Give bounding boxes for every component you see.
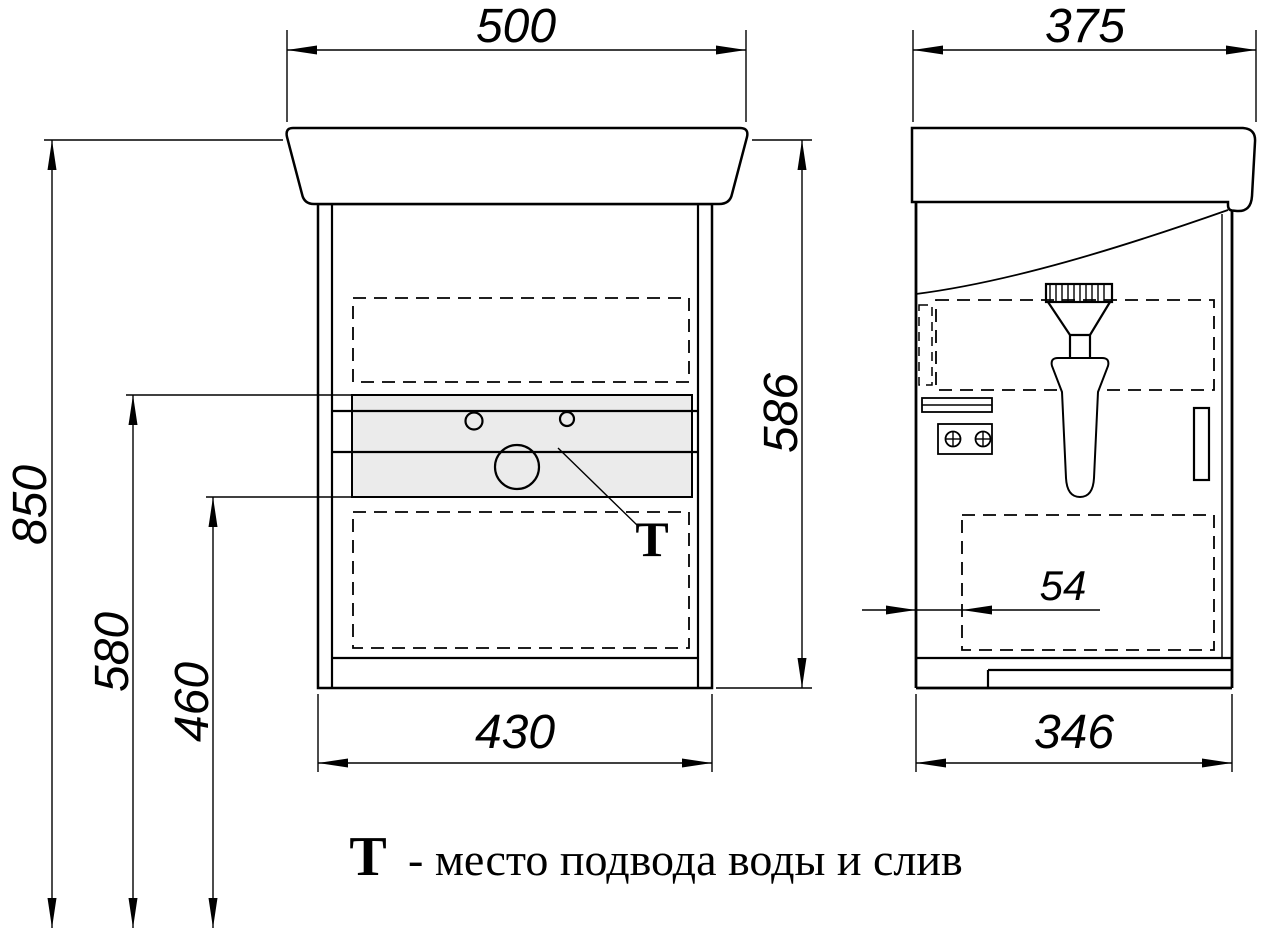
supply-hole-right <box>558 410 576 428</box>
t-leader-line <box>557 447 639 527</box>
dimension-580: 580 <box>86 394 352 928</box>
legend-text: - место подвода воды и слив <box>408 834 963 885</box>
legend: Т - место подвода воды и слив <box>349 826 962 888</box>
dimension-586: 586 <box>716 139 812 689</box>
dim-label-346: 346 <box>1034 706 1114 759</box>
dimension-460: 460 <box>166 496 352 928</box>
basin-side <box>910 126 1257 213</box>
mounting-bracket <box>921 397 993 455</box>
handle-recess <box>1192 406 1211 482</box>
dimension-850: 850 <box>4 139 283 928</box>
dim-label-580: 580 <box>86 612 139 692</box>
dim-label-500: 500 <box>476 0 556 53</box>
side-wall-dashed-strip <box>918 304 933 386</box>
drain-hole <box>493 443 541 491</box>
siphon-trap <box>1044 282 1114 499</box>
dim-label-586: 586 <box>755 373 808 453</box>
cabinet-side <box>914 202 1234 690</box>
side-view <box>910 126 1257 690</box>
dimension-346: 346 <box>915 694 1233 772</box>
dimension-500: 500 <box>286 0 747 122</box>
dimension-375: 375 <box>912 0 1257 122</box>
upper-drawer-dashed-outline <box>352 297 690 383</box>
dim-label-375: 375 <box>1045 0 1125 53</box>
dim-label-850: 850 <box>4 465 57 545</box>
service-band <box>332 394 698 498</box>
dim-label-54: 54 <box>1040 562 1087 609</box>
side-lower-dashed-outline <box>961 514 1215 651</box>
legend-symbol: Т <box>349 826 386 888</box>
front-view: Т <box>285 126 749 690</box>
dim-label-430: 430 <box>475 706 555 759</box>
t-marker: Т <box>635 511 668 567</box>
basin-underside-curve <box>915 209 1229 295</box>
basin-front <box>285 126 749 206</box>
dimension-430: 430 <box>317 694 713 772</box>
supply-hole-left <box>464 411 484 431</box>
lower-drawer-dashed-outline <box>352 511 690 649</box>
dimension-54: 54 <box>862 562 1100 615</box>
dim-label-460: 460 <box>166 662 219 742</box>
